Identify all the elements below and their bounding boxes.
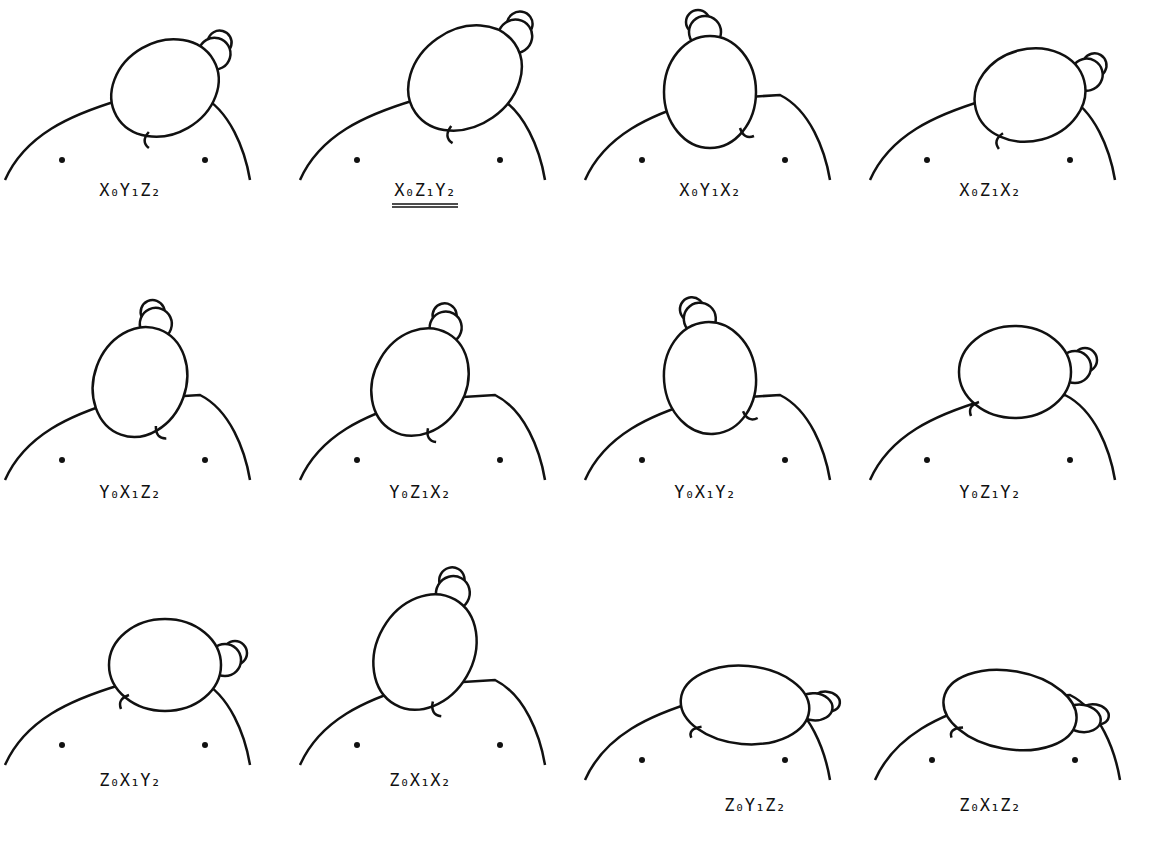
figure-label: X₀Z₁Y₂ [394, 180, 455, 200]
figure-5 [5, 289, 250, 480]
figure-2 [300, 0, 565, 180]
figure-label: Z₀X₁Z₂ [959, 795, 1020, 815]
figure-label: Z₀X₁Y₂ [99, 770, 160, 790]
figure-label: Y₀Z₁Y₂ [959, 482, 1020, 502]
figure-6 [300, 288, 545, 480]
figure-label: X₀Y₁X₂ [679, 180, 740, 200]
figure-10 [300, 551, 545, 765]
figure-label: Y₀Z₁X₂ [389, 482, 450, 502]
figure-label: X₀Z₁X₂ [959, 180, 1020, 200]
figure-label: X₀Y₁Z₂ [99, 180, 160, 200]
figure-9 [5, 619, 250, 765]
figure-11 [585, 660, 842, 780]
figure-label: Y₀X₁Z₂ [99, 482, 160, 502]
figure-7 [585, 292, 830, 480]
figure-label: Z₀Y₁Z₂ [724, 795, 785, 815]
figure-label: Z₀X₁X₂ [389, 770, 450, 790]
figure-8 [870, 326, 1115, 480]
figure-3 [585, 10, 830, 180]
figure-1 [5, 7, 259, 180]
figure-label: Y₀X₁Y₂ [674, 482, 735, 502]
figure-4 [870, 29, 1121, 180]
figure-12 [875, 660, 1120, 780]
double-underline [392, 204, 458, 207]
